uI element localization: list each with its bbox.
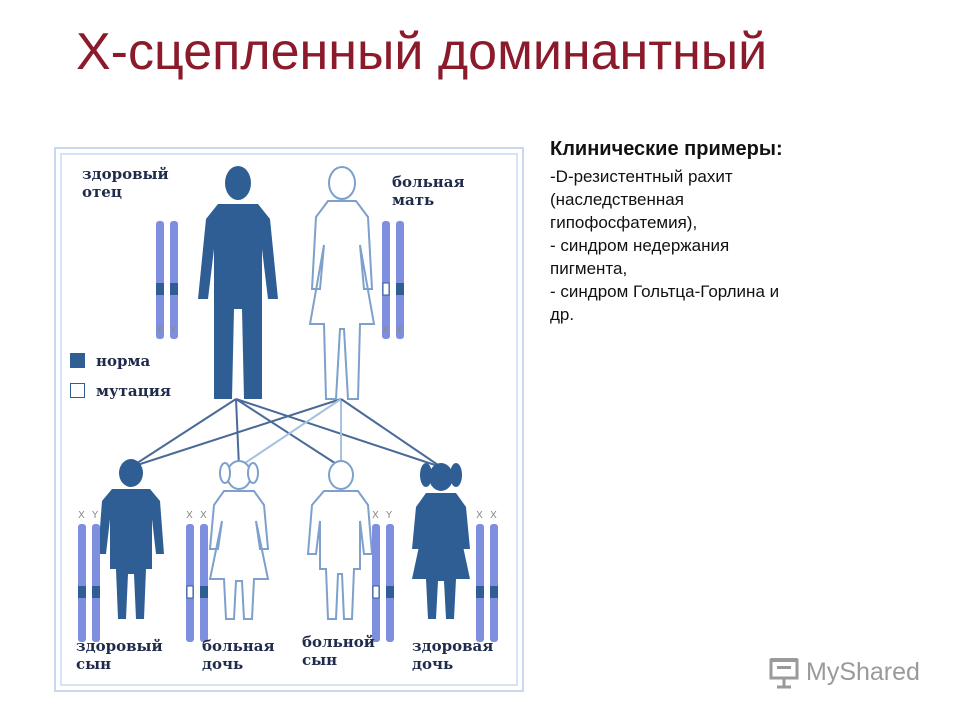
letter: X (200, 510, 207, 521)
presentation-board-icon (769, 658, 799, 689)
letter: Y (169, 325, 177, 336)
letter: X (476, 510, 483, 521)
slide-title: Х-сцепленный доминантный (76, 23, 768, 81)
myshared-logo: MyShared (768, 656, 928, 692)
mother-figure (308, 166, 376, 400)
son2-chromosomes (372, 524, 394, 642)
daughter1-figure (208, 460, 270, 620)
son2-figure (306, 460, 374, 620)
letter: X (490, 510, 497, 521)
letter: Y (91, 510, 99, 521)
legend-mutation-label: мутация (96, 382, 171, 400)
letter: X (78, 510, 85, 521)
chromosome-letters: X Y X X X Y X X X Y X X (78, 325, 497, 521)
legend-normal-swatch (70, 353, 85, 368)
letter: X (372, 510, 379, 521)
inheritance-lines (130, 398, 442, 468)
pedigree-drawing: X Y X X X Y X X X Y X X (78, 166, 498, 642)
clinical-line: - синдром Гольтца-Горлина и (550, 282, 780, 301)
daughter2-chromosomes (476, 524, 498, 642)
clinical-line: гипофосфатемия), (550, 213, 698, 232)
letter: X (156, 325, 163, 336)
clinical-examples: Клинические примеры: -D-резистентный рах… (550, 138, 895, 326)
father-figure (198, 166, 278, 399)
clinical-line: -D-резистентный рахит (550, 167, 733, 186)
clinical-line: пигмента, (550, 259, 628, 278)
daughter2-figure (412, 463, 470, 619)
daughter1-chromosomes (186, 524, 208, 642)
letter: X (396, 325, 403, 336)
clinical-heading: Клинические примеры: (550, 138, 783, 160)
mother-chromosomes (382, 221, 404, 339)
clinical-line: - синдром недержания (550, 236, 730, 255)
son1-chromosomes (78, 524, 100, 642)
letter: Y (385, 510, 393, 521)
letter: X (186, 510, 193, 521)
letter: X (382, 325, 389, 336)
clinical-line: (наследственная (550, 190, 684, 209)
diagram-frame (60, 153, 518, 686)
father-chromosomes (156, 221, 178, 339)
logo-text: MyShared (806, 658, 920, 686)
legend-mutation-swatch (70, 383, 85, 398)
son1-figure (98, 459, 164, 619)
legend-normal-label: норма (96, 352, 151, 370)
clinical-line: др. (550, 305, 575, 324)
